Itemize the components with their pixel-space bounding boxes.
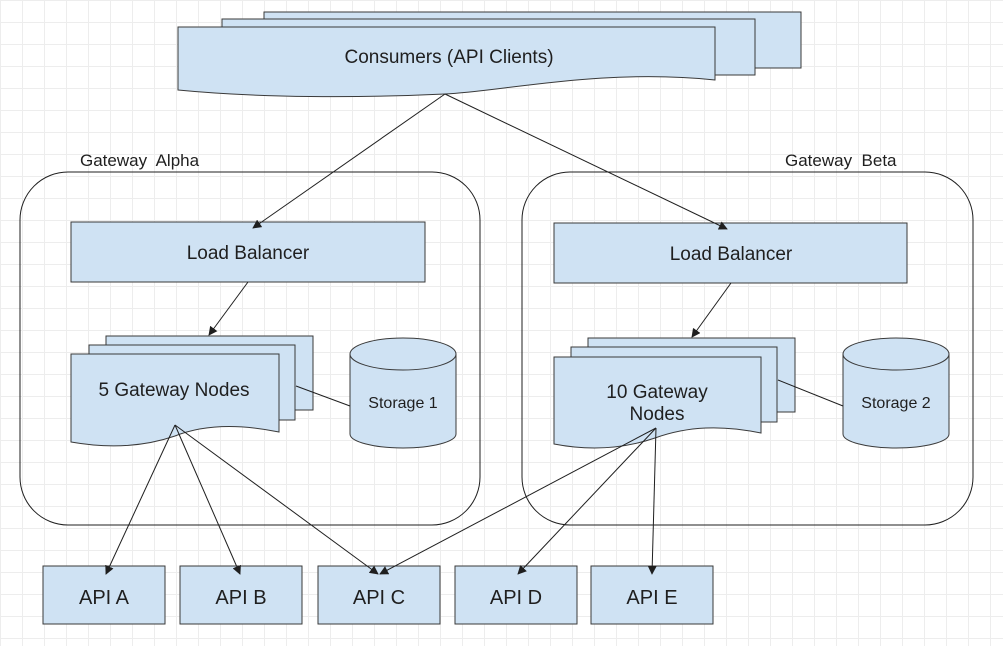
- arrow-nodes-beta-to-api-c[interactable]: [379, 427, 657, 575]
- gateway-alpha-title: Gateway Alpha: [80, 151, 200, 170]
- arrow-consumers-to-lb-beta[interactable]: [444, 93, 728, 230]
- storage-2-label: Storage 2: [861, 395, 930, 412]
- consumers-label: Consumers (API Clients): [344, 47, 553, 68]
- storage-2-cylinder[interactable]: Storage 2: [842, 337, 950, 449]
- gateway-nodes-beta-label-line2: Nodes: [630, 404, 685, 425]
- gateway-nodes-beta-label-line1: 10 Gateway: [606, 382, 708, 403]
- gateway-alpha-container: [19, 171, 481, 526]
- consumers-multidocument[interactable]: Consumers (API Clients): [177, 11, 802, 98]
- api-c-label: API C: [353, 587, 405, 609]
- arrow-lb-beta-to-nodes[interactable]: [691, 282, 732, 338]
- api-d-label: API D: [490, 587, 542, 609]
- load-balancer-beta-label: Load Balancer: [670, 244, 793, 265]
- api-e-label: API E: [626, 587, 677, 609]
- gateway-beta-container: [521, 171, 974, 526]
- load-balancer-beta[interactable]: Load Balancer: [553, 222, 908, 284]
- load-balancer-alpha-label: Load Balancer: [187, 243, 310, 264]
- storage-1-label: Storage 1: [368, 395, 437, 412]
- api-b-box[interactable]: API B: [179, 565, 303, 625]
- arrow-nodes-alpha-to-api-a[interactable]: [105, 424, 176, 575]
- arrow-lb-alpha-to-nodes[interactable]: [208, 281, 249, 336]
- arrow-consumers-to-lb-alpha[interactable]: [252, 93, 446, 229]
- api-b-label: API B: [215, 587, 266, 609]
- gateway-nodes-alpha[interactable]: 5 Gateway Nodes: [70, 335, 314, 447]
- arrow-nodes-beta-to-api-e[interactable]: [647, 427, 657, 575]
- arrow-nodes-beta-to-api-d[interactable]: [517, 427, 657, 575]
- storage-1-cylinder[interactable]: Storage 1: [349, 337, 457, 449]
- api-c-box[interactable]: API C: [317, 565, 441, 625]
- gateway-beta-title: Gateway Beta: [785, 151, 897, 170]
- gateway-alpha-group[interactable]: Gateway Alpha: [19, 151, 481, 526]
- gateway-beta-group[interactable]: Gateway Beta: [521, 151, 974, 526]
- line-nodes-alpha-to-storage-1[interactable]: [295, 385, 351, 407]
- line-nodes-beta-to-storage-2[interactable]: [777, 379, 844, 407]
- load-balancer-alpha[interactable]: Load Balancer: [70, 221, 426, 283]
- api-a-label: API A: [79, 587, 130, 609]
- api-d-box[interactable]: API D: [454, 565, 578, 625]
- arrow-nodes-alpha-to-api-b[interactable]: [174, 424, 241, 575]
- gateway-nodes-alpha-label: 5 Gateway Nodes: [98, 380, 249, 401]
- api-a-box[interactable]: API A: [42, 565, 166, 625]
- gateway-nodes-beta[interactable]: 10 Gateway Nodes: [553, 337, 796, 449]
- arrow-nodes-alpha-to-api-c[interactable]: [174, 424, 379, 575]
- api-e-box[interactable]: API E: [590, 565, 714, 625]
